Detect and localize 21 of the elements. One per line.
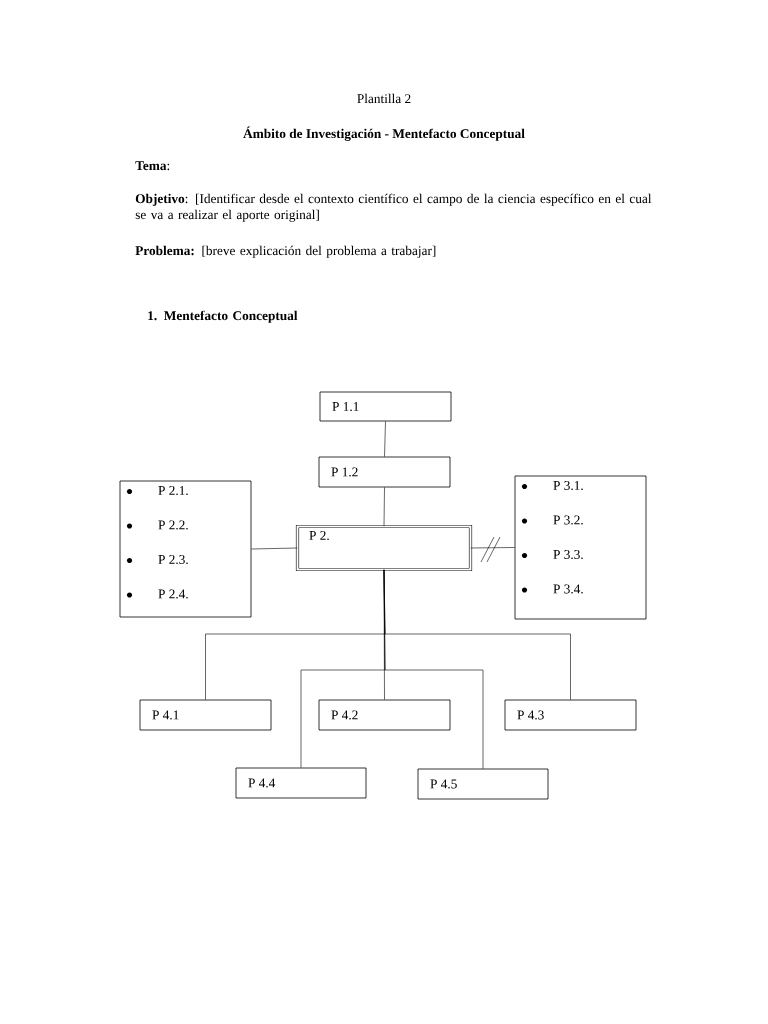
connector-line [384, 421, 386, 457]
concept-box: P 1.2 [318, 456, 451, 488]
connector-line [251, 547, 298, 550]
concept-box: P 4.3 [504, 699, 637, 731]
heading: Ámbito de Investigación - Mentefacto Conceptual [243, 126, 525, 141]
bullet-list-box: P 2.1. P 2.2. P 2.3. P 2.4. [119, 480, 252, 618]
page-label: Plantilla 2 [357, 93, 411, 104]
concept-box: P 4.2 [318, 699, 451, 731]
concept-box: P 4.1 [139, 699, 272, 731]
paragraph: Objetivo: [Identificar desde el contexto científico el campo de la ciencia específico en el cual se va a realizar el aporte original] [135, 193, 652, 222]
connector-line [470, 547, 515, 549]
bullet-list-box: P 3.1. P 3.2. P 3.3. P 3.4. [514, 475, 647, 620]
connector-line [383, 487, 385, 527]
concept-box: P 2. [295, 524, 473, 572]
paragraph: Problema: [breve explicación del problema a trabajar] [135, 245, 436, 258]
concept-box: P 4.5 [417, 768, 549, 800]
section-heading: 1. Mentefacto Conceptual [148, 310, 298, 323]
field-label: Tema: [135, 161, 170, 171]
concept-box: P 4.4 [235, 767, 367, 799]
connector-line [383, 569, 484, 769]
concept-box: P 1.1 [319, 391, 452, 422]
